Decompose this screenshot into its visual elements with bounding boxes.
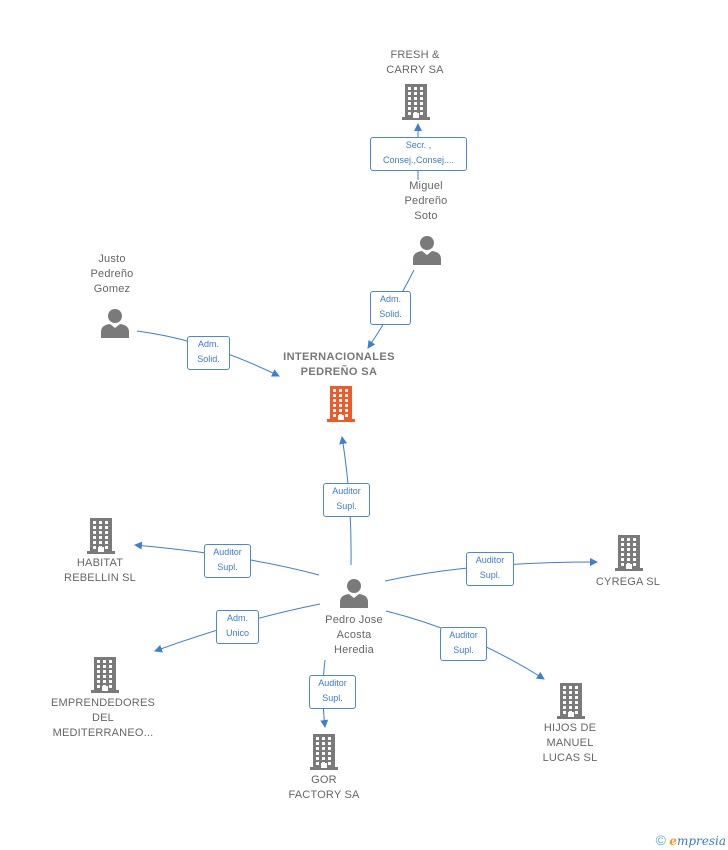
node-label-justo[interactable]: Justo Pedreño Gomez xyxy=(90,253,134,295)
node-label-miguel[interactable]: Miguel Pedreño Soto xyxy=(404,180,448,222)
brand-name: mpresia xyxy=(676,834,726,848)
building-icon-habitat[interactable] xyxy=(87,518,115,554)
building-icon-center[interactable] xyxy=(327,386,355,422)
person-icon-justo[interactable] xyxy=(101,308,129,338)
node-label-habitat[interactable]: HABITAT REBELLIN SL xyxy=(64,557,136,584)
building-icon-emprendedores[interactable] xyxy=(91,657,119,693)
node-label-cyrega[interactable]: CYREGA SL xyxy=(595,576,661,588)
building-icon-fresh[interactable] xyxy=(402,84,430,120)
edge-label-pedro-emprendedores[interactable]: Adm.Unico xyxy=(216,610,259,644)
person-icon-pedro[interactable] xyxy=(340,578,368,608)
brand-initial: e xyxy=(669,834,677,848)
node-label-gor[interactable]: GOR FACTORY SA xyxy=(288,774,360,801)
brand-logo[interactable]: © empresia xyxy=(656,832,726,848)
node-label-pedro[interactable]: Pedro Jose Acosta Heredia xyxy=(325,614,383,656)
node-label-fresh[interactable]: FRESH & CARRY SA xyxy=(386,49,444,76)
building-icon-cyrega[interactable] xyxy=(615,535,643,571)
copyright-icon: © xyxy=(655,832,666,848)
person-icon-miguel[interactable] xyxy=(413,235,441,265)
node-label-hijos[interactable]: HIJOS DE MANUEL LUCAS SL xyxy=(542,722,598,764)
edge-label-miguel-center[interactable]: Adm.Solid. xyxy=(370,291,411,325)
edge-label-justo-center[interactable]: Adm.Solid. xyxy=(187,336,230,370)
node-label-center[interactable]: INTERNACIONALES PEDREÑO SA xyxy=(283,351,395,378)
node-label-emprendedores[interactable]: EMPRENDEDORES DEL MEDITERRANEO... xyxy=(50,697,156,739)
building-icon-hijos[interactable] xyxy=(557,683,585,719)
building-icon-gor[interactable] xyxy=(310,734,338,770)
edge-label-miguel-fresh[interactable]: Secr. ,Consej.,Consej.... xyxy=(370,137,467,171)
